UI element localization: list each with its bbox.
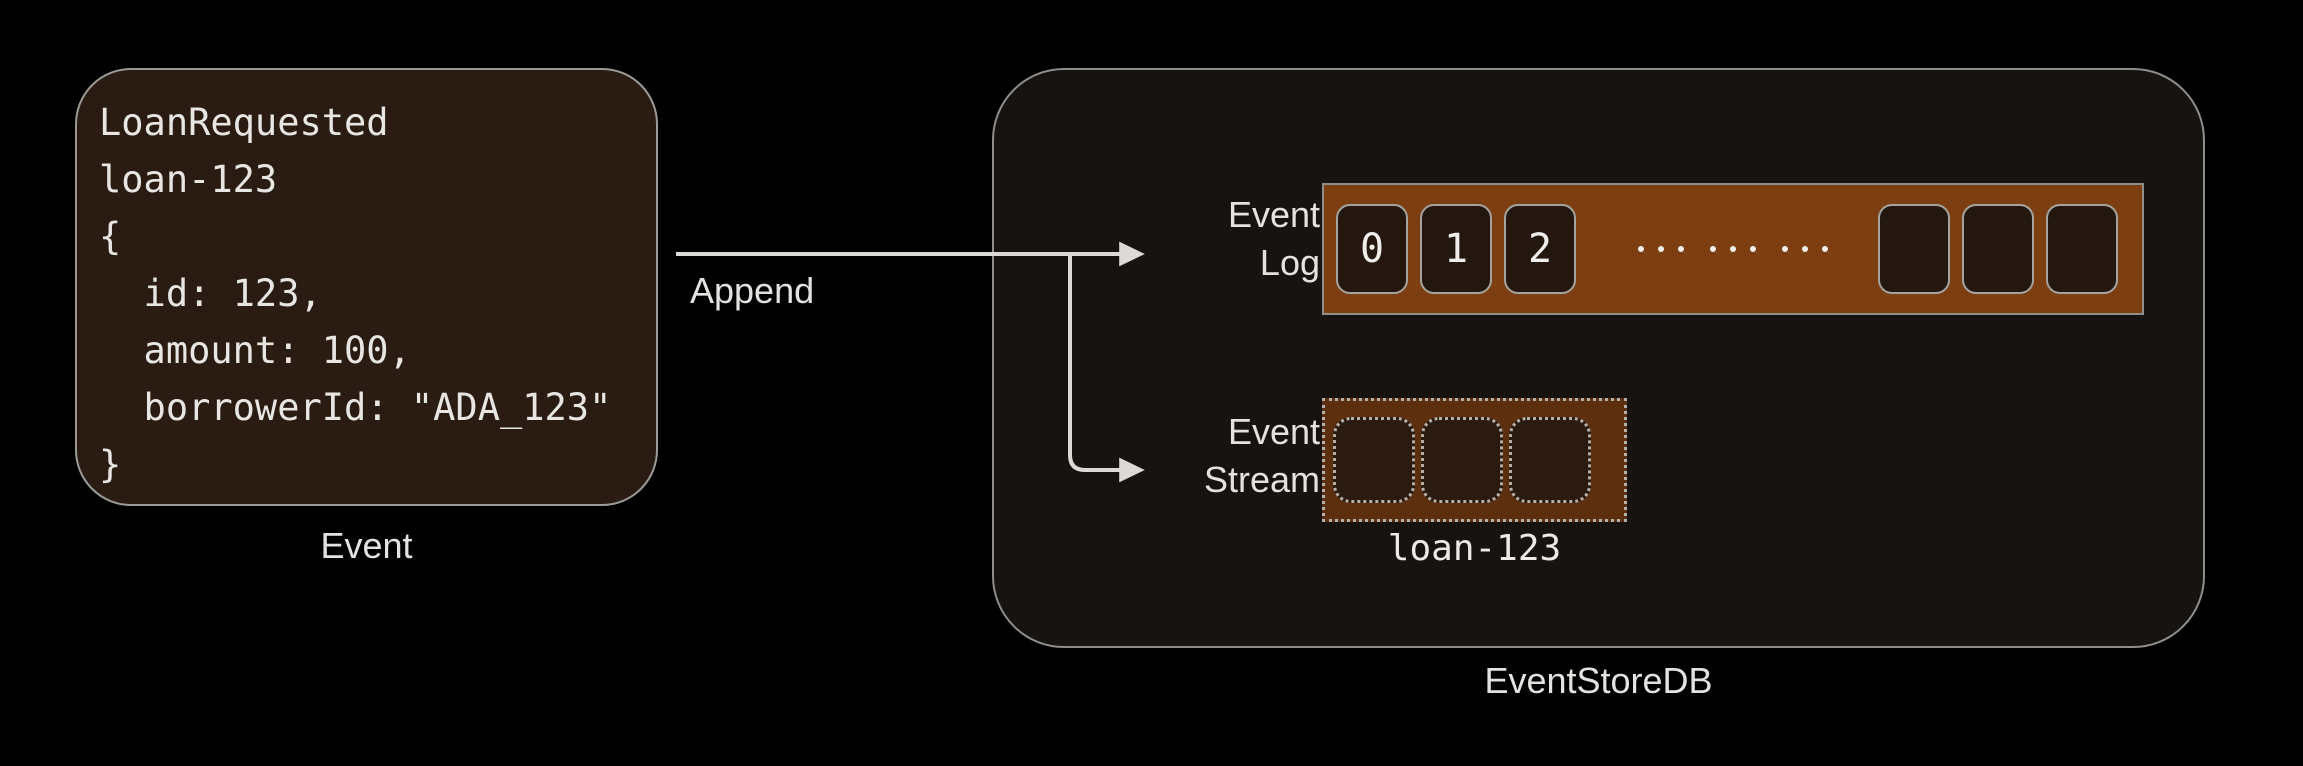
- event-log-cell-empty: [1878, 204, 1950, 294]
- ellipsis-dot-group: [1710, 246, 1756, 252]
- ellipsis-dot: [1802, 246, 1808, 252]
- event-log-ellipsis: [1596, 246, 1870, 252]
- event-log-label-line2: Log: [1259, 242, 1320, 283]
- event-stream-label-line1: Event: [1227, 411, 1320, 452]
- event-stream-cell: [1509, 417, 1591, 503]
- event-log-row: Event Log 0 1 2: [1155, 183, 2155, 320]
- event-card: LoanRequested loan-123 { id: 123, amount…: [75, 68, 658, 506]
- event-card-code: LoanRequested loan-123 { id: 123, amount…: [99, 101, 612, 486]
- ellipsis-dot-group: [1638, 246, 1684, 252]
- ellipsis-dot: [1638, 246, 1644, 252]
- ellipsis-dot: [1678, 246, 1684, 252]
- event-card-label: Event: [320, 525, 413, 566]
- event-stream-name: loan-123: [1387, 528, 1562, 569]
- append-label: Append: [690, 270, 815, 311]
- ellipsis-dot: [1782, 246, 1788, 252]
- event-stream-cell: [1333, 417, 1415, 503]
- ellipsis-dot: [1750, 246, 1756, 252]
- event-stream-label-line2: Stream: [1203, 459, 1320, 500]
- ellipsis-dot: [1658, 246, 1664, 252]
- event-stream-label: Event Stream: [1155, 408, 1320, 504]
- eventstore-container: [992, 68, 2205, 648]
- event-log-cell: 0: [1336, 204, 1408, 294]
- ellipsis-dot: [1822, 246, 1828, 252]
- event-log-label-line1: Event: [1227, 194, 1320, 235]
- event-log-cell-empty: [1962, 204, 2034, 294]
- event-stream-bar: [1322, 398, 1627, 522]
- event-log-cell: 1: [1420, 204, 1492, 294]
- event-log-bar: 0 1 2: [1322, 183, 2144, 315]
- event-log-label: Event Log: [1155, 191, 1320, 287]
- event-stream-row: Event Stream loan-123: [1155, 398, 2155, 569]
- event-log-cell-empty: [2046, 204, 2118, 294]
- ellipsis-dot: [1710, 246, 1716, 252]
- ellipsis-dot: [1730, 246, 1736, 252]
- eventstore-label: EventStoreDB: [1484, 660, 1713, 701]
- event-stream-cell: [1421, 417, 1503, 503]
- event-log-cell: 2: [1504, 204, 1576, 294]
- ellipsis-dot-group: [1782, 246, 1828, 252]
